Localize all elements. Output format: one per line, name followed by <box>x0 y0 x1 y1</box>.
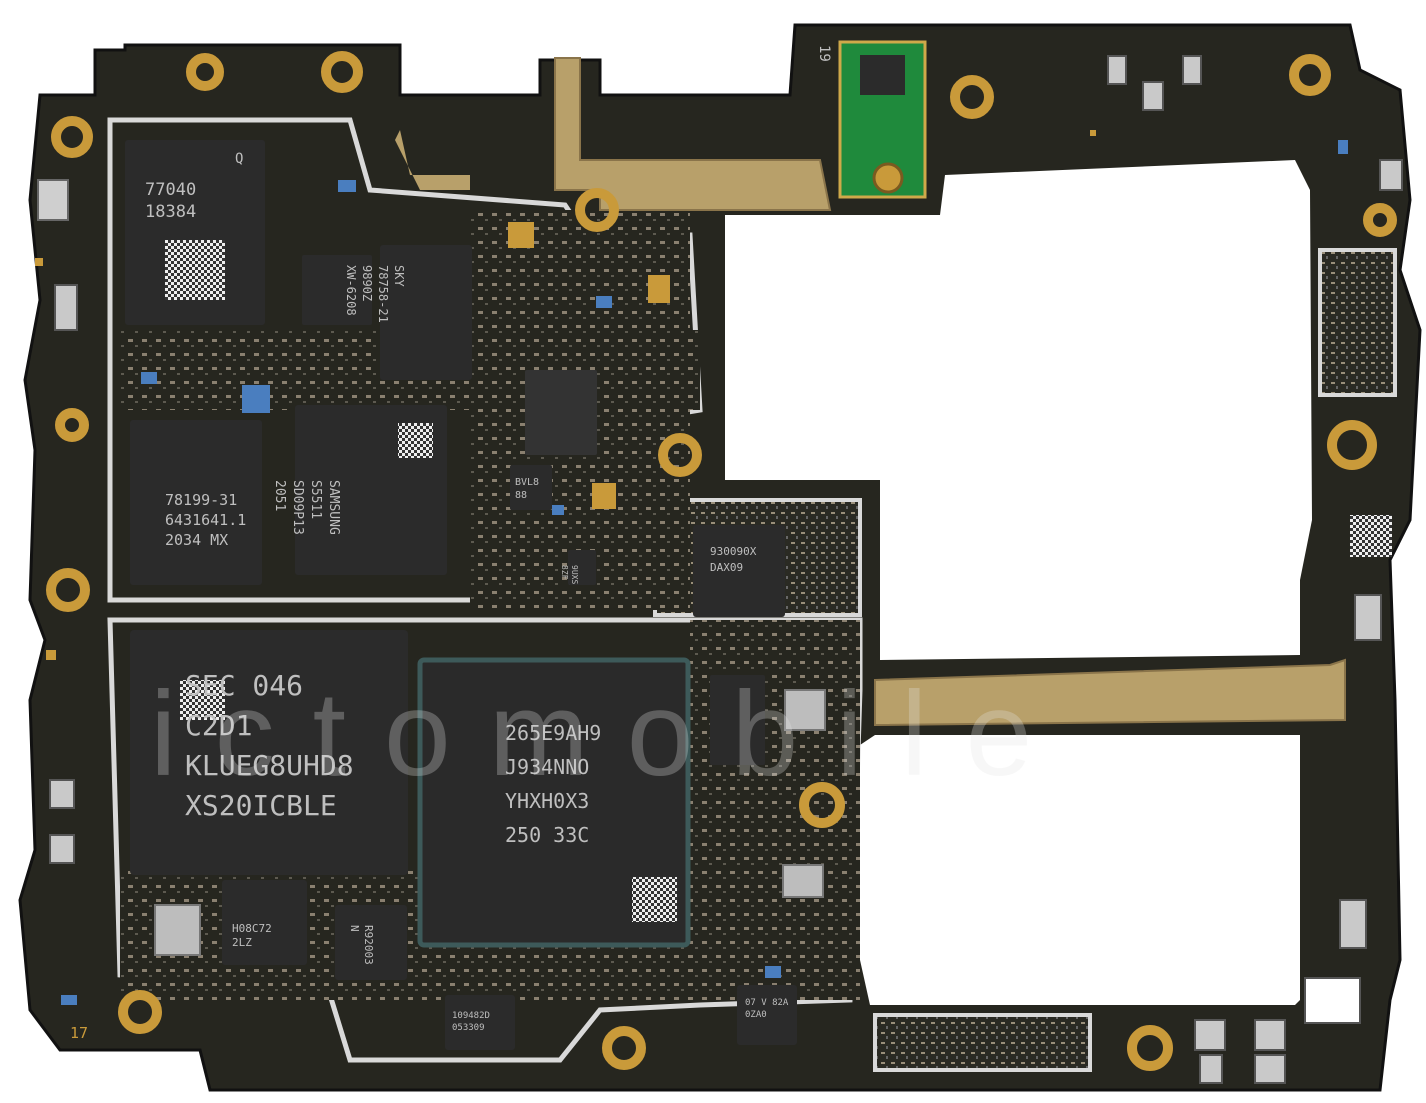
chip-marking-line: 2LZ <box>232 936 252 949</box>
copper-bar-right <box>874 658 1346 727</box>
blue-caps <box>61 140 1348 1005</box>
chip-marking-line: 88 <box>515 490 527 501</box>
chip-marking-line: XW-6208 <box>344 265 358 316</box>
chip-77040-body <box>125 140 265 325</box>
shield-right-strip <box>1318 248 1397 397</box>
chip-109482d-marking: 109482D 053309 <box>452 1011 490 1033</box>
chip-marking-line: 2051 <box>272 480 287 511</box>
chip-07v82a-body <box>737 985 797 1045</box>
chip-109482d-body <box>445 995 515 1050</box>
chip-marking-line: 930090X <box>710 545 757 558</box>
chip-marking-line: YHXH0X3 <box>505 789 589 813</box>
chip-h08c72-body <box>222 880 307 965</box>
chip-07v82a-marking: 07 V 82A 0ZA0 <box>745 998 789 1020</box>
chip-marking-line: 18384 <box>145 202 196 222</box>
chip-marking-line: BVL8 <box>515 477 539 488</box>
chip-marking-line: 6431641.1 <box>165 511 246 529</box>
copper-bracket-top <box>554 57 832 211</box>
chip-marking-line: KLUEG8UHD8 <box>185 749 354 782</box>
watermark: ictomobile <box>150 667 1070 801</box>
chip-marking-line: N <box>348 925 361 932</box>
chip-small-a-body <box>568 550 596 585</box>
chip-soc-body <box>417 657 691 948</box>
chip-marking-line: 78199-31 <box>165 491 237 509</box>
chip-marking-line: 07 V 82A <box>745 998 789 1008</box>
chip-bvl8-marking: BVL8 88 <box>515 477 539 501</box>
chip-78199-marking: 78199-31 6431641.1 2034 MX <box>165 491 246 549</box>
chip-marking-line: 9UXS <box>570 565 579 584</box>
crystal-b <box>784 689 826 731</box>
chip-marking-line: S5511 <box>308 480 323 519</box>
chip-marking-line: 250 33C <box>505 823 589 847</box>
chip-skyworks-body <box>380 245 472 380</box>
chip-marking-line: 9890Z <box>360 265 374 301</box>
chip-marking-line: DAX09 <box>710 561 743 574</box>
chip-marking-line: 265E9AH9 <box>505 721 601 745</box>
chip-marking-line: C2D1 <box>185 709 252 742</box>
chip-930090x-marking: 930090X DAX09 <box>710 545 757 574</box>
chip-corner-label: Q <box>235 151 243 167</box>
chip-side-body <box>710 675 765 765</box>
chip-marking-line: 77040 <box>145 180 196 200</box>
chip-marking-line: 2034 MX <box>165 531 228 549</box>
chip-marking-line: SAMSUNG <box>326 480 341 535</box>
chip-marking-line: H08C72 <box>232 922 272 935</box>
chip-78199-body <box>130 420 262 585</box>
copper-bracket-tab <box>395 130 470 190</box>
gold-pads <box>35 130 1096 660</box>
crystal-a <box>154 904 201 956</box>
cutout-bottom-right <box>860 735 1300 1005</box>
crystal-c <box>782 864 824 898</box>
chip-marking-line: SD09P13 <box>290 480 305 535</box>
chip-marking-line: SKY <box>392 265 406 287</box>
cutout-top-right <box>725 160 1312 660</box>
chip-r92003-body <box>335 905 407 980</box>
chip-marking-line: 78758-21 <box>376 265 390 323</box>
chip-bvl8-body <box>510 465 552 510</box>
chip-marking-line: J934NNO <box>505 755 589 779</box>
shield-bottom-right-strip <box>873 1013 1092 1072</box>
chip-mid-body <box>525 370 597 455</box>
chip-marking-line: 109482D <box>452 1011 490 1021</box>
clip-connectors <box>49 55 1403 1084</box>
chip-marking-line: 0ZA0 <box>745 1010 767 1020</box>
edge-label-19: 19 <box>816 45 832 62</box>
connector-left <box>37 179 69 221</box>
edge-label-17: 17 <box>70 1024 88 1042</box>
mounting-rings <box>46 51 1397 1071</box>
chip-marking-line: 053309 <box>452 1023 485 1033</box>
chip-marking-line: SEC 046 <box>185 669 303 702</box>
chip-marking-line: 8ZF <box>560 565 569 580</box>
chip-marking-line: XS20ICBLE <box>185 789 337 822</box>
chip-qfn-body <box>302 255 372 325</box>
chip-marking-line: R92003 <box>362 925 375 965</box>
qr-code-right <box>1350 515 1392 557</box>
chip-930090x-body <box>693 525 785 617</box>
